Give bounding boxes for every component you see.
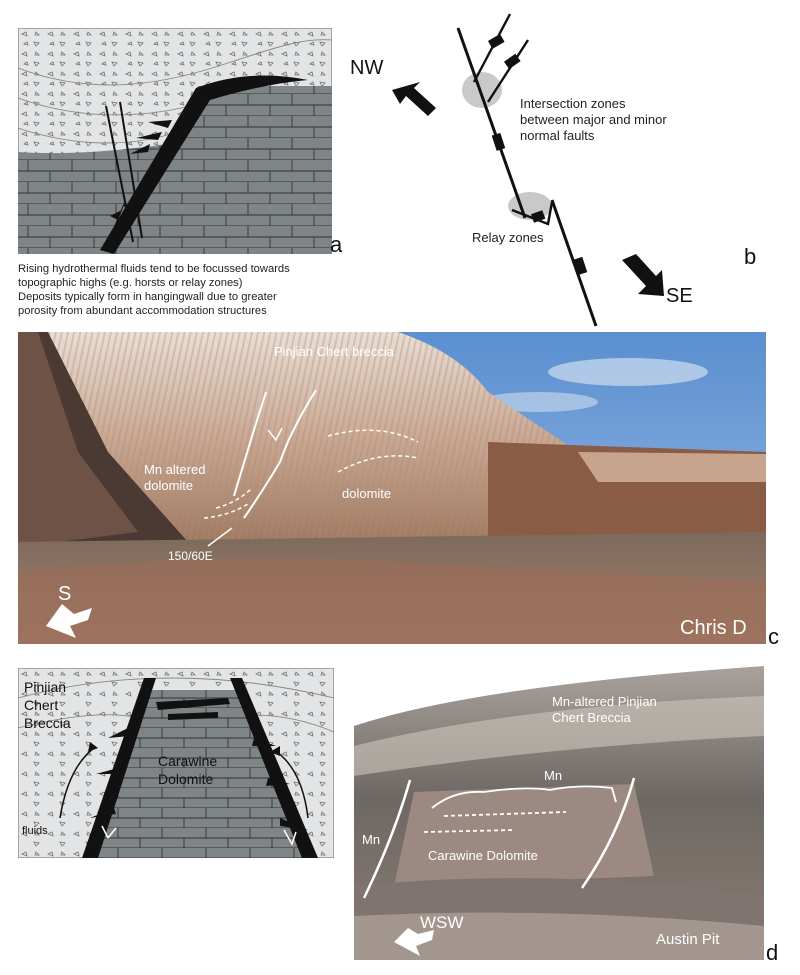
se-arrow-icon xyxy=(622,254,664,296)
panel-d-photo-mn-left: Mn xyxy=(362,832,380,847)
caption-line-1: Rising hydrothermal fluids tend to be fo… xyxy=(18,263,290,275)
panel-d-dolomite-label-1: Carawine xyxy=(158,753,217,769)
panel-c-letter: c xyxy=(768,624,779,649)
major-fault-upper xyxy=(456,27,527,219)
panel-d-photo-dolomite: Carawine Dolomite xyxy=(428,848,538,863)
intersection-label-2: between major and minor xyxy=(520,112,667,127)
caption-line-4: porosity from abundant accommodation str… xyxy=(18,305,267,317)
panel-d-breccia-label-1: Pinjian xyxy=(24,679,66,695)
intersection-label-3: normal faults xyxy=(520,128,595,143)
panel-c-photo: Pinjian Chert breccia Mn altered dolomit… xyxy=(18,332,766,644)
nw-arrow-icon xyxy=(392,82,436,116)
panel-c-orientation-label: 150/60E xyxy=(168,549,213,563)
panel-b-diagram: NW Intersection zones between major and … xyxy=(350,13,756,327)
panel-d-photo-breccia-1: Mn-altered Pinjian xyxy=(552,694,657,709)
panel-c-mn-label-1: Mn altered xyxy=(144,462,205,477)
panel-c-credit: Chris D xyxy=(680,617,747,639)
se-label: SE xyxy=(666,285,693,307)
nw-label: NW xyxy=(350,57,383,79)
panel-d-photo-arrow-label: WSW xyxy=(420,913,463,932)
wsw-arrow-icon xyxy=(394,928,434,956)
panel-d-photo: Mn-altered Pinjian Chert Breccia Mn Mn C… xyxy=(354,666,764,960)
south-arrow-icon xyxy=(46,604,92,638)
panel-c-dolomite-label: dolomite xyxy=(342,486,391,501)
panel-d-photo-breccia-2: Chert Breccia xyxy=(552,710,632,725)
panel-d-photo-location: Austin Pit xyxy=(656,931,720,948)
panel-c-arrow-label: S xyxy=(58,583,71,605)
caption-line-2: topographic highs (e.g. horsts or relay … xyxy=(18,277,243,289)
caption-line-3: Deposits typically form in hangingwall d… xyxy=(18,291,277,303)
panel-d-breccia-label-3: Breccia xyxy=(24,715,71,731)
panel-b-letter: b xyxy=(744,244,756,269)
panel-d-breccia-label-2: Chert xyxy=(24,697,58,713)
panel-d-dolomite-label-2: Dolomite xyxy=(158,771,213,787)
relay-label: Relay zones xyxy=(472,230,544,245)
intersection-zone-marker xyxy=(462,72,502,108)
panel-a-diagram xyxy=(18,28,332,254)
panel-d-photo-mn-top: Mn xyxy=(544,768,562,783)
panel-c-mn-label-2: dolomite xyxy=(144,478,193,493)
panel-d-letter: d xyxy=(766,940,779,965)
intersection-label-1: Intersection zones xyxy=(520,96,626,111)
panel-a-letter: a xyxy=(330,232,343,257)
panel-d-fluids-label: fluids xyxy=(22,825,48,837)
panel-a-caption: Rising hydrothermal fluids tend to be fo… xyxy=(18,262,348,318)
panel-c-breccia-label: Pinjian Chert breccia xyxy=(274,344,395,359)
panel-d-diagram: Pinjian Chert Breccia Carawine Dolomite … xyxy=(18,668,334,858)
major-fault-lower xyxy=(550,199,598,327)
